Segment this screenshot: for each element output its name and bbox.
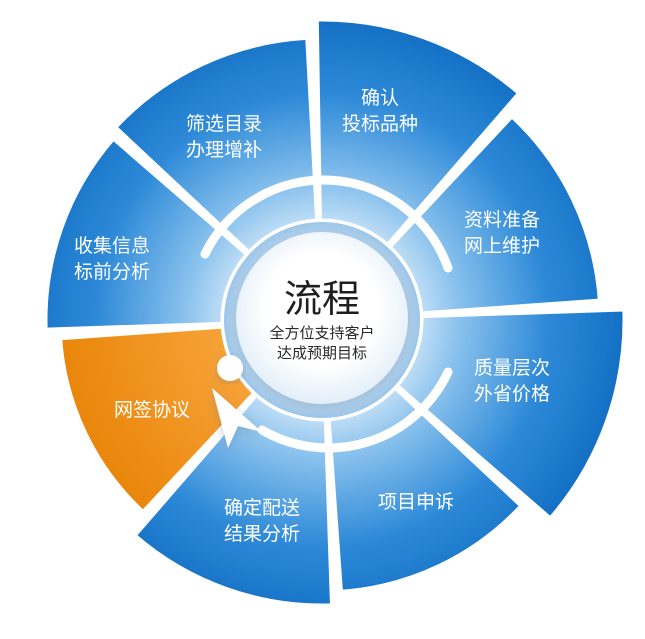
flow-arc-top	[200, 175, 453, 273]
segment-3-label-line2: 外省价格	[474, 383, 550, 405]
segment-7-label-line1: 收集信息	[74, 235, 150, 257]
flow-arrow-icon	[212, 388, 262, 448]
segment-5-label-line2: 结果分析	[224, 523, 300, 545]
segment-5-label-line1: 确定配送	[224, 497, 300, 519]
segment-4-label-line1: 项目申诉	[378, 491, 454, 513]
segment-3-label-line1: 质量层次	[474, 357, 550, 379]
segment-2-label-line2: 网上维护	[464, 235, 540, 257]
flow-start-dot	[217, 355, 243, 381]
segment-6-label-line1: 网签协议	[114, 399, 190, 421]
center-subtitle-line2: 达成预期目标	[277, 344, 367, 362]
center-subtitle-line1: 全方位支持客户	[269, 324, 374, 342]
segment-8-label-line2: 办理增补	[186, 139, 262, 161]
segment-8	[113, 36, 319, 254]
segment-1-label-line1: 确认	[361, 87, 399, 109]
center-title: 流程	[284, 277, 360, 321]
center-circle	[236, 232, 408, 404]
segment-7-label-line2: 标前分析	[74, 261, 150, 283]
segment-5	[133, 393, 333, 607]
flow-arc-bottom	[257, 367, 453, 453]
segment-8-label-line1: 筛选目录	[186, 113, 262, 135]
segment-2-label-line1: 资料准备	[464, 209, 540, 231]
segment-3	[395, 308, 626, 520]
segment-1-label-line2: 投标品种	[342, 113, 418, 135]
segment-7	[44, 137, 249, 331]
